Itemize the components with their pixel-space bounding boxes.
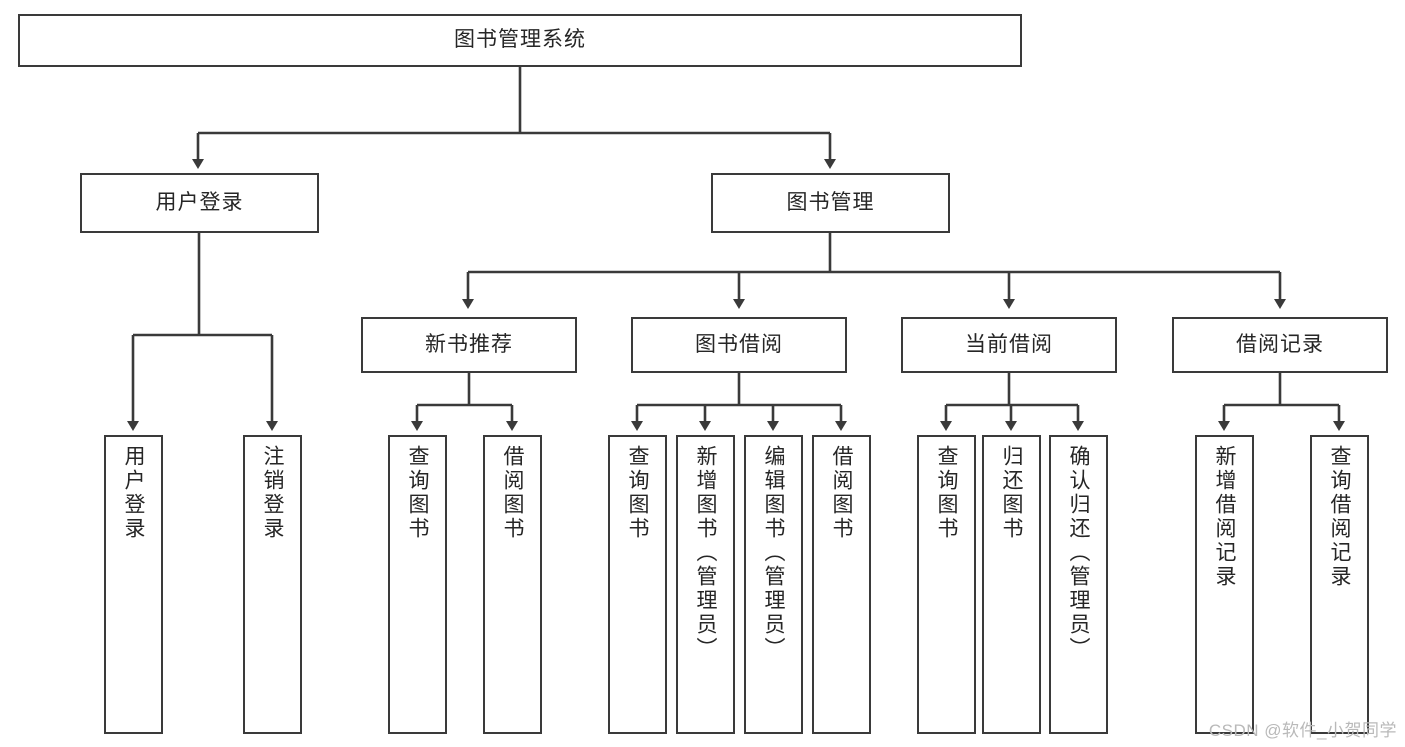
node-leaf-query-book-1[interactable]: 查询图书 (388, 435, 447, 734)
node-borrow-record[interactable]: 借阅记录 (1172, 317, 1388, 373)
node-leaf-return-book[interactable]: 归还图书 (982, 435, 1041, 734)
node-leaf-query-book-3-label: 查询图书 (935, 445, 958, 541)
watermark-text: CSDN @软件_小贺同学 (1208, 721, 1397, 740)
node-current-borrow-label: 当前借阅 (965, 332, 1053, 356)
node-leaf-logout-label: 注销登录 (261, 445, 284, 541)
node-leaf-edit-book-label: 编辑图书（管理员） (762, 445, 785, 661)
node-book-borrow[interactable]: 图书借阅 (631, 317, 847, 373)
node-leaf-add-record-label: 新增借阅记录 (1213, 445, 1236, 589)
node-leaf-confirm-return-label: 确认归还（管理员） (1067, 445, 1090, 661)
node-new-book-recommend-label: 新书推荐 (425, 332, 513, 356)
node-leaf-user-login[interactable]: 用户登录 (104, 435, 163, 734)
node-leaf-add-record[interactable]: 新增借阅记录 (1195, 435, 1254, 734)
node-leaf-add-book[interactable]: 新增图书（管理员） (676, 435, 735, 734)
node-leaf-query-book-1-label: 查询图书 (406, 445, 429, 541)
node-leaf-edit-book[interactable]: 编辑图书（管理员） (744, 435, 803, 734)
node-leaf-query-record[interactable]: 查询借阅记录 (1310, 435, 1369, 734)
node-new-book-recommend[interactable]: 新书推荐 (361, 317, 577, 373)
node-leaf-return-book-label: 归还图书 (1000, 445, 1023, 541)
node-leaf-user-login-label: 用户登录 (122, 445, 145, 541)
node-leaf-query-book-3[interactable]: 查询图书 (917, 435, 976, 734)
node-book-management[interactable]: 图书管理 (711, 173, 950, 233)
node-leaf-logout[interactable]: 注销登录 (243, 435, 302, 734)
node-leaf-query-book-2-label: 查询图书 (626, 445, 649, 541)
node-leaf-borrow-book-2[interactable]: 借阅图书 (812, 435, 871, 734)
node-leaf-query-book-2[interactable]: 查询图书 (608, 435, 667, 734)
node-leaf-confirm-return[interactable]: 确认归还（管理员） (1049, 435, 1108, 734)
node-current-borrow[interactable]: 当前借阅 (901, 317, 1117, 373)
node-user-login[interactable]: 用户登录 (80, 173, 319, 233)
node-leaf-borrow-book-2-label: 借阅图书 (830, 445, 853, 541)
node-leaf-add-book-label: 新增图书（管理员） (694, 445, 717, 661)
node-borrow-record-label: 借阅记录 (1236, 332, 1324, 356)
node-leaf-borrow-book-1[interactable]: 借阅图书 (483, 435, 542, 734)
node-book-borrow-label: 图书借阅 (695, 332, 783, 356)
node-root-label: 图书管理系统 (454, 28, 586, 52)
node-user-login-label: 用户登录 (155, 190, 244, 214)
node-root[interactable]: 图书管理系统 (18, 14, 1022, 67)
node-book-management-label: 图书管理 (786, 190, 875, 214)
node-leaf-query-record-label: 查询借阅记录 (1328, 445, 1351, 589)
node-leaf-borrow-book-1-label: 借阅图书 (501, 445, 524, 541)
